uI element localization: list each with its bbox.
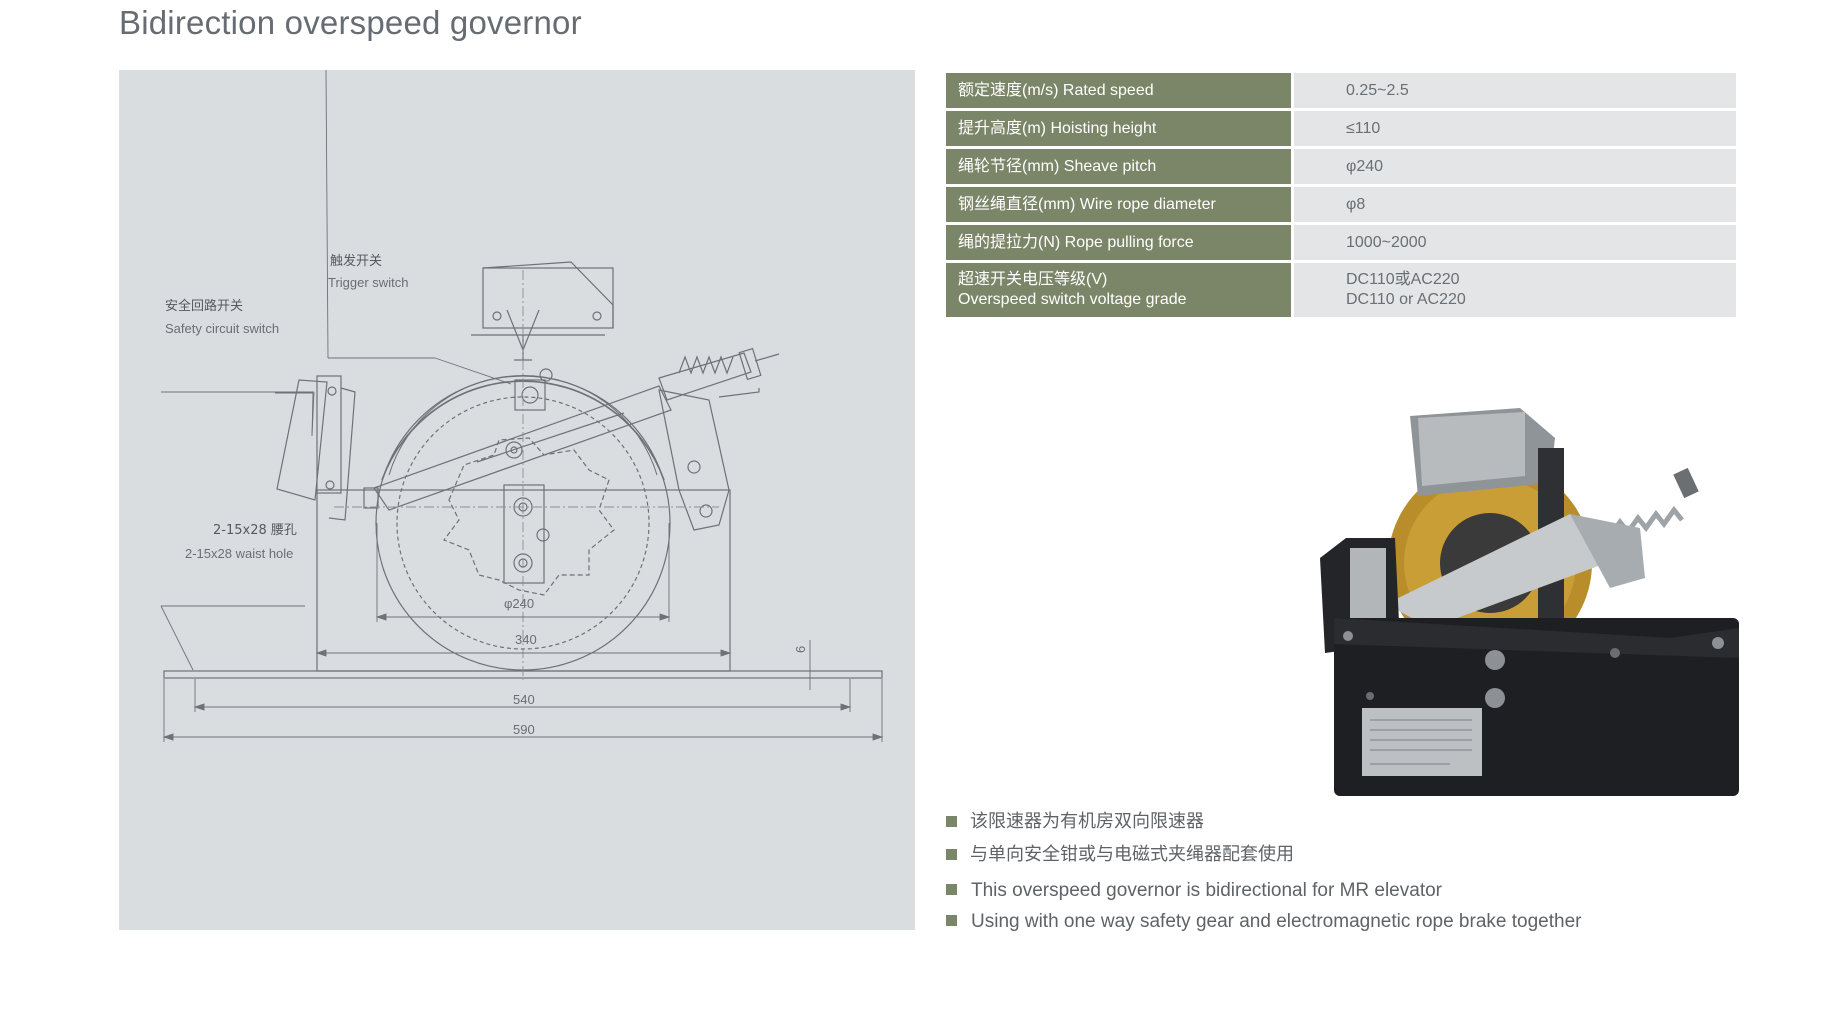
list-item: 该限速器为有机房双向限速器 — [946, 805, 1294, 838]
spec-row: 钢丝绳直径(mm) Wire rope diameter φ8 — [946, 187, 1736, 222]
bullet-square-icon — [946, 849, 957, 860]
spec-label: 提升高度(m) Hoisting height — [946, 111, 1294, 146]
spec-value: ≤110 — [1294, 111, 1736, 146]
notes-en-list: This overspeed governor is bidirectional… — [946, 875, 1581, 937]
notes-cn-list: 该限速器为有机房双向限速器 与单向安全钳或与电磁式夹绳器配套使用 — [946, 805, 1294, 871]
spec-label: 钢丝绳直径(mm) Wire rope diameter — [946, 187, 1294, 222]
list-item: 与单向安全钳或与电磁式夹绳器配套使用 — [946, 838, 1294, 871]
technical-drawing-panel: 触发开关 Trigger switch 安全回路开关 Safety circui… — [119, 70, 915, 930]
bullet-square-icon — [946, 884, 957, 895]
spec-value: φ8 — [1294, 187, 1736, 222]
spec-value: 1000~2000 — [1294, 225, 1736, 260]
safety-switch-label-en: Safety circuit switch — [165, 321, 279, 336]
spec-label: 额定速度(m/s) Rated speed — [946, 73, 1294, 108]
trigger-switch-label-cn: 触发开关 — [330, 253, 382, 269]
spec-label: 绳的提拉力(N) Rope pulling force — [946, 225, 1294, 260]
spec-row: 超速开关电压等级(V)Overspeed switch voltage grad… — [946, 263, 1736, 317]
spec-label: 绳轮节径(mm) Sheave pitch — [946, 149, 1294, 184]
product-photo — [1320, 408, 1739, 796]
list-item: This overspeed governor is bidirectional… — [946, 875, 1581, 906]
trigger-switch-label-en: Trigger switch — [328, 275, 408, 290]
dimension-sheave: φ240 — [504, 596, 534, 611]
dimension-height: 6 — [793, 646, 808, 653]
spec-row: 绳轮节径(mm) Sheave pitch φ240 — [946, 149, 1736, 184]
page-title: Bidirection overspeed governor — [119, 4, 582, 41]
spec-value: 0.25~2.5 — [1294, 73, 1736, 108]
bullet-square-icon — [946, 816, 957, 827]
bullet-square-icon — [946, 915, 957, 926]
spec-row: 绳的提拉力(N) Rope pulling force 1000~2000 — [946, 225, 1736, 260]
waist-hole-label-en: 2-15x28 waist hole — [185, 546, 293, 561]
dimension-base: 340 — [515, 632, 537, 647]
spec-table: 额定速度(m/s) Rated speed 0.25~2.5 提升高度(m) H… — [946, 70, 1736, 320]
spec-row: 额定速度(m/s) Rated speed 0.25~2.5 — [946, 73, 1736, 108]
list-item: Using with one way safety gear and elect… — [946, 906, 1581, 937]
spec-value: φ240 — [1294, 149, 1736, 184]
dimension-inner: 540 — [513, 692, 535, 707]
waist-hole-label-cn: 2-15x28 腰孔 — [213, 523, 297, 538]
spec-label: 超速开关电压等级(V)Overspeed switch voltage grad… — [946, 263, 1294, 317]
safety-switch-label-cn: 安全回路开关 — [165, 298, 243, 314]
spec-row: 提升高度(m) Hoisting height ≤110 — [946, 111, 1736, 146]
dimension-overall: 590 — [513, 722, 535, 737]
technical-drawing: 触发开关 Trigger switch 安全回路开关 Safety circui… — [160, 70, 884, 742]
